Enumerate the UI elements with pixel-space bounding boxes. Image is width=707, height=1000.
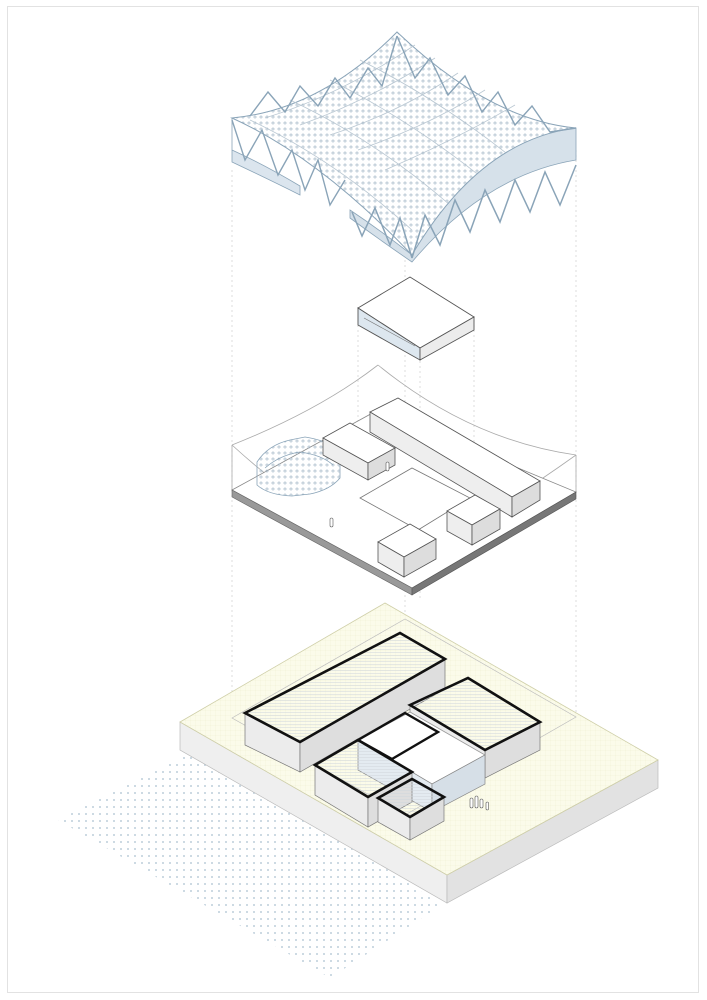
ground-base xyxy=(58,602,659,978)
mesh-enclosure xyxy=(256,436,341,497)
dotted-ground-field xyxy=(58,748,442,978)
canopy-truss-front xyxy=(351,164,577,259)
enclosure-curved-edge-right xyxy=(377,364,577,456)
floor-block-b xyxy=(446,494,501,546)
upper-volume xyxy=(357,276,475,361)
canopy-grid xyxy=(249,44,516,231)
floor-block-a xyxy=(322,422,396,481)
main-floor-level xyxy=(231,364,577,596)
ground-floor-walls xyxy=(242,631,543,841)
enclosure-curved-edge-left xyxy=(231,364,379,446)
floor-block-long-bar xyxy=(369,397,541,518)
canopy-front-fascia xyxy=(349,127,577,263)
floor-slab-right-edge xyxy=(411,491,577,596)
canopy-left-fascia xyxy=(231,118,301,196)
people-figures xyxy=(469,795,489,811)
floor-people-figures xyxy=(329,461,390,528)
canopy-truss-left xyxy=(231,35,577,207)
roof-canopy xyxy=(230,31,577,263)
upper-volume-right-face xyxy=(419,316,475,361)
page-border xyxy=(7,6,699,993)
floor-block-c xyxy=(377,523,437,578)
